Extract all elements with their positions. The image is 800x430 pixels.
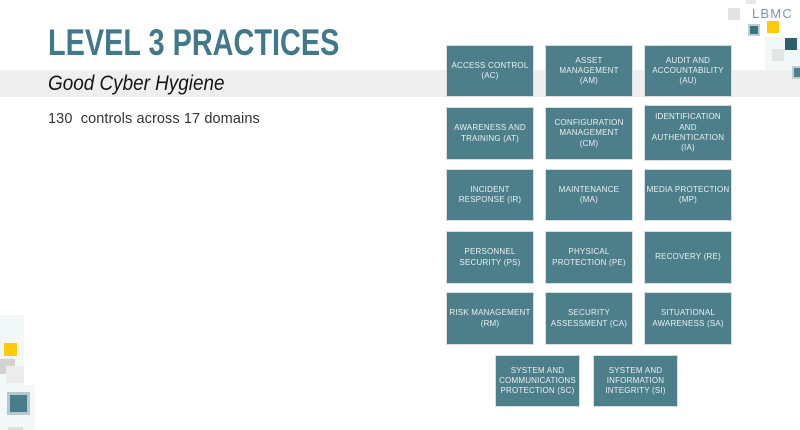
decor-square-yellow <box>767 21 779 33</box>
decor-square-yellow-left <box>4 343 17 356</box>
domain-box-ia: IDENTIFICATION AND AUTHENTICATION (IA) <box>644 105 732 161</box>
decor-square-teal-small <box>748 24 760 36</box>
decor-square-gray <box>728 8 740 20</box>
domain-box-ma: MAINTENANCE (MA) <box>545 169 633 221</box>
domain-box-ac: ACCESS CONTROL (AC) <box>446 45 534 97</box>
domain-box-ps: PERSONNEL SECURITY (PS) <box>446 231 534 284</box>
domain-box-re: RECOVERY (RE) <box>644 231 732 284</box>
decor-square-lightgray-left <box>6 366 24 383</box>
decor-square-teal-left <box>7 392 30 415</box>
domain-box-sa: SITUATIONAL AWARENESS (SA) <box>644 292 732 345</box>
domain-box-at: AWARENESS AND TRAINING (AT) <box>446 107 534 160</box>
slide-subtitle: Good Cyber Hygiene <box>48 72 225 95</box>
domain-box-ir: INCIDENT RESPONSE (IR) <box>446 169 534 221</box>
decor-square-gray-bottom <box>8 427 23 430</box>
domain-box-mp: MEDIA PROTECTION (MP) <box>644 169 732 221</box>
decor-square-gray-top <box>746 0 756 4</box>
domain-box-sc: SYSTEM AND COMMUNICATIONS PROTECTION (SC… <box>495 355 580 407</box>
lbmc-logo: LBMC <box>752 6 793 21</box>
domain-box-rm: RISK MANAGEMENT (RM) <box>446 292 534 345</box>
domain-box-au: AUDIT AND ACCOUNTABILITY (AU) <box>644 45 732 97</box>
domain-box-pe: PHYSICAL PROTECTION (PE) <box>545 231 633 284</box>
domain-box-cm: CONFIGURATION MANAGEMENT (CM) <box>545 107 633 160</box>
domain-box-am: ASSET MANAGEMENT (AM) <box>545 45 633 97</box>
decor-square-teal-edge <box>792 66 800 79</box>
page-title: LEVEL 3 PRACTICES <box>48 22 340 63</box>
controls-summary-text: 130 controls across 17 domains <box>48 111 260 127</box>
decor-square-darkteal <box>785 38 797 50</box>
decor-square-gray2 <box>772 49 784 61</box>
domain-box-ca: SECURITY ASSESSMENT (CA) <box>545 292 633 345</box>
domain-box-si: SYSTEM AND INFORMATION INTEGRITY (SI) <box>593 355 678 407</box>
